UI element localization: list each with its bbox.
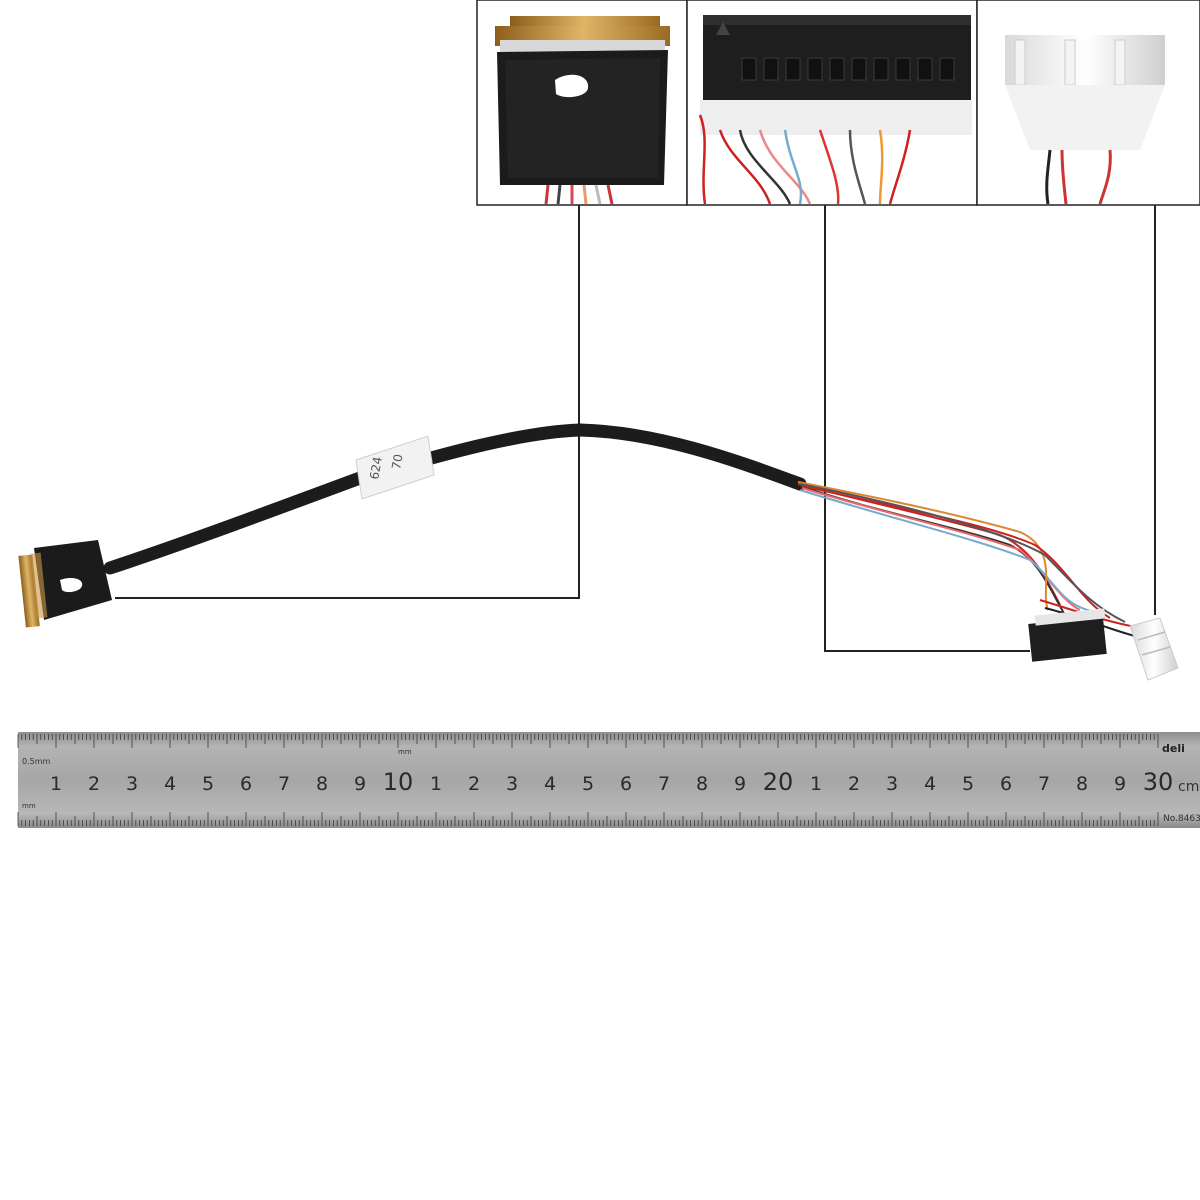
ruler-number: 8: [316, 773, 328, 795]
cable-label: 624 70: [355, 435, 435, 500]
ruler-number: 3: [886, 773, 898, 795]
ruler-number: 1: [430, 773, 442, 795]
ruler-number: 3: [506, 773, 518, 795]
cable-label-line2: 70: [389, 453, 405, 470]
ruler-number: 30: [1143, 768, 1174, 796]
ruler-number: 7: [658, 773, 670, 795]
callout-lines: [115, 205, 1156, 652]
ruler-number: 2: [468, 773, 480, 795]
ruler-number: 6: [1000, 773, 1012, 795]
ruler-number: 9: [734, 773, 746, 795]
ruler-number: 7: [278, 773, 290, 795]
white-connector: [1129, 617, 1179, 681]
ruler-number: 4: [164, 773, 176, 795]
ruler-number: 5: [962, 773, 974, 795]
ruler-label-small-top: 0.5mm: [22, 757, 51, 766]
ruler-number: 3: [126, 773, 138, 795]
ruler-number: 1: [810, 773, 822, 795]
cable-assembly: 624 70: [18, 423, 1179, 681]
ruler-number: 6: [620, 773, 632, 795]
ruler-number: 8: [1076, 773, 1088, 795]
inset-gold-connector: [495, 16, 670, 205]
ruler-model: No.8463: [1163, 814, 1200, 824]
inset-black-connector: [698, 15, 972, 205]
ruler-number: 5: [582, 773, 594, 795]
ruler-label-small-mid: mm: [398, 748, 412, 756]
cable-label-line1: 624: [367, 456, 385, 481]
ruler-number: 4: [544, 773, 556, 795]
black-connector: [1028, 608, 1107, 662]
ruler-number: 20: [763, 768, 794, 796]
ruler-number: 5: [202, 773, 214, 795]
ruler-unit: cm: [1178, 779, 1199, 795]
ruler-label-small-bottom: mm: [22, 802, 36, 810]
ruler-number: 2: [88, 773, 100, 795]
wire-bundle: [797, 481, 1143, 639]
ruler-number: 7: [1038, 773, 1050, 795]
ruler-number: 4: [924, 773, 936, 795]
ruler-ticks: [17, 734, 1159, 826]
inset-panels: [476, 0, 1200, 206]
ruler-number: 9: [354, 773, 366, 795]
ruler-number: 8: [696, 773, 708, 795]
ruler-number: 10: [383, 768, 414, 796]
inset-white-connector: [1005, 35, 1165, 205]
ruler-number: 6: [240, 773, 252, 795]
ruler-brand: deli: [1162, 742, 1185, 755]
gold-connector: [18, 540, 112, 628]
ruler-number: 9: [1114, 773, 1126, 795]
ruler-numbers: 1 2 3 4 5 6 7 8 9 10 1 2 3 4 5 6 7 8 9 20 1 2 3 4 5 6 7 8 9 30: [50, 768, 1173, 796]
ruler-number: 1: [50, 773, 62, 795]
ruler-number: 2: [848, 773, 860, 795]
